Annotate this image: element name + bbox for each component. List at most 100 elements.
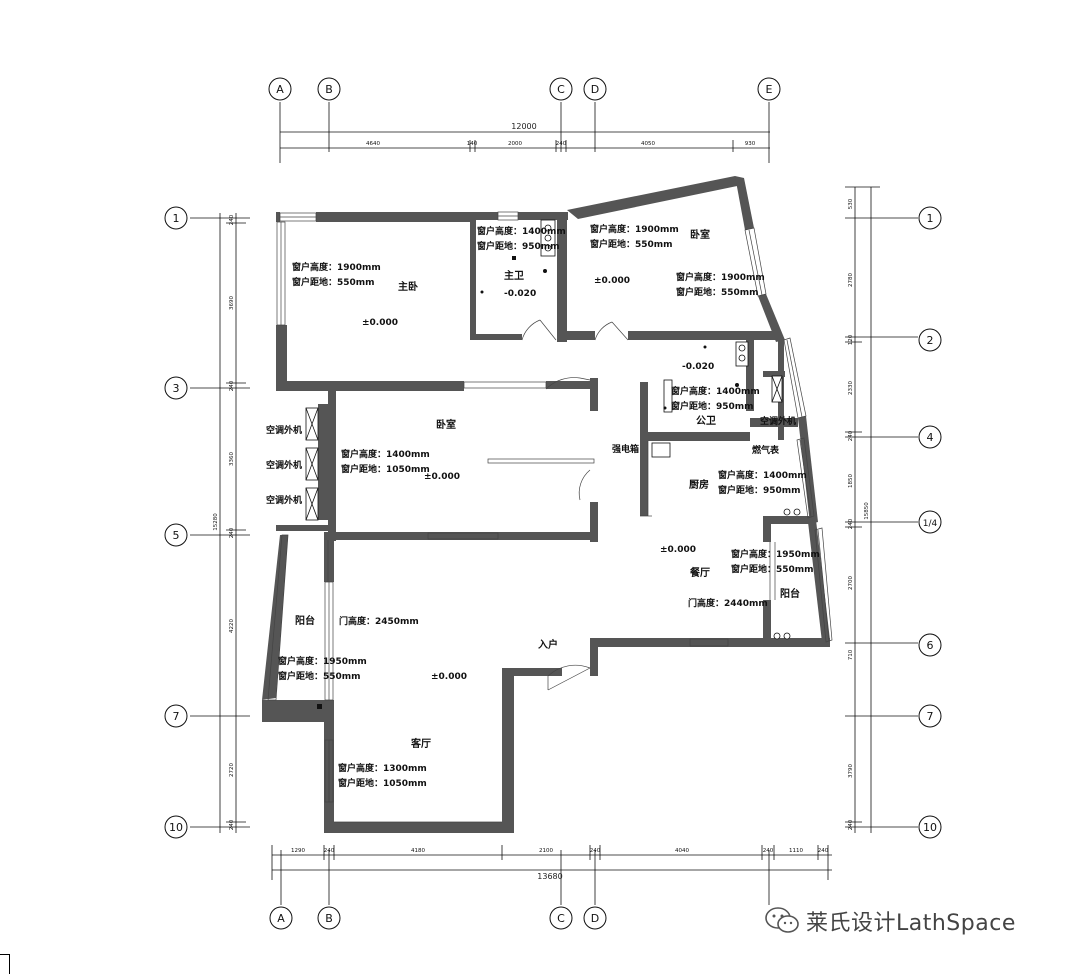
axis-left-10: 10 [164,815,188,839]
room-labels: 主卧 主卫 卧室 卧室 公卫 厨房 餐厅 客厅 阳台 阳台 入户 空调外机 空调… [266,228,800,750]
small-markers [317,256,739,709]
left-dim-3: 240 [229,380,235,391]
level-mb: ±0.000 [362,318,398,328]
axis-top-A: A [268,77,292,101]
right-dim-4: 2330 [848,381,854,395]
right-total-dim: 15850 [864,502,870,520]
level-mbath: -0.020 [504,289,536,299]
bottom-dim-4: 2100 [539,848,553,854]
top-dim-2: 140 [467,141,478,147]
dimension-text: 12000 4640 140 2000 240 4050 930 13680 1… [213,122,870,881]
bottom-dim-1: 1290 [291,848,305,854]
axis-bottom-B: B [317,906,341,930]
wechat-icon [765,907,799,933]
svg-text:7: 7 [927,710,934,723]
right-dim-6: 1850 [848,474,854,488]
axis-right-10: 10 [918,815,942,839]
room-balcony-west: 阳台 [295,614,315,627]
note-ne2-s: 窗户距地：550mm [676,286,759,298]
level-liv: ±0.000 [431,672,467,682]
svg-text:E: E [766,83,773,96]
top-dim-6: 930 [745,141,756,147]
note-dine-door: 门高度：2440mm [688,597,768,609]
axis-top-C: C [549,77,573,101]
note-pb-s: 窗户距地：950mm [671,400,754,412]
note-ne2-h: 窗户高度：1900mm [676,271,765,283]
svg-text:5: 5 [173,529,180,542]
room-master-bedroom: 主卧 [398,280,418,293]
note-bal-s: 窗户距地：550mm [278,670,361,682]
axis-bottom-C: C [549,906,573,930]
right-dim-3: 120 [848,334,854,345]
left-dim-4: 3360 [229,452,235,466]
svg-text:10: 10 [923,821,937,834]
room-master-bath: 主卫 [504,269,524,282]
note-mb-s: 窗户距地：550mm [292,276,375,288]
pbath-pipe [663,379,673,413]
right-dim-2: 2780 [848,273,854,287]
dimension-lines [190,102,918,905]
bottom-dim-9: 240 [818,848,829,854]
note-pb-h: 窗户高度：1400mm [671,385,760,397]
level-pb: -0.020 [682,362,714,372]
left-total-dim: 15280 [213,513,219,531]
svg-text:B: B [325,83,333,96]
electric-box-fixture [651,442,671,458]
axis-top-D: D [583,77,607,101]
axis-bubbles: A B C D E A B C D 1 3 5 7 10 1 2 4 1/4 6… [164,77,942,930]
note-dine-s: 窗户距地：550mm [731,563,814,575]
svg-text:A: A [276,83,284,96]
note-mbath-h: 窗户高度：1400mm [477,225,566,237]
svg-text:A: A [277,912,285,925]
axis-bottom-A: A [269,906,293,930]
note-dine-h: 窗户高度：1950mm [731,548,820,560]
right-dim-9: 710 [848,649,854,660]
bottom-total-dim: 13680 [537,872,562,881]
elevation-marks: ±0.000 -0.020 ±0.000 -0.020 ±0.000 ±0.00… [362,276,714,682]
left-dim-6: 4220 [229,619,235,633]
room-dining: 餐厅 [689,566,710,579]
axis-bottom-D: D [583,906,607,930]
top-total-dim: 12000 [511,122,536,131]
ac-label-1: 空调外机 [266,424,302,436]
axis-left-3: 3 [164,376,188,400]
ac-label-3: 空调外机 [266,494,302,506]
room-living: 客厅 [410,737,431,750]
axis-left-7: 7 [164,704,188,728]
axis-top-B: B [317,77,341,101]
watermark: 莱氏设计LathSpace [764,905,1016,937]
axis-top-E: E [757,77,781,101]
axis-left-5: 5 [164,523,188,547]
note-bm-h: 窗户高度：1400mm [341,448,430,460]
right-dim-10: 3790 [848,764,854,778]
note-kit-s: 窗户距地：950mm [718,484,801,496]
note-mb-h: 窗户高度：1900mm [292,261,381,273]
right-dim-1: 530 [848,198,854,209]
bottom-dim-2: 240 [324,848,335,854]
svg-text:2: 2 [927,334,934,347]
note-liv-h: 窗户高度：1300mm [338,762,427,774]
bottom-dim-7: 240 [763,848,774,854]
right-dim-8: 2700 [848,576,854,590]
svg-text:D: D [591,83,599,96]
svg-text:3: 3 [173,382,180,395]
watermark-text: 莱氏设计LathSpace [806,911,1016,936]
level-dine: ±0.000 [660,545,696,555]
note-bm-s: 窗户距地：1050mm [341,463,430,475]
electric-box-label: 强电箱 [612,443,639,455]
svg-text:1/4: 1/4 [923,519,938,529]
ac-label-4: 空调外机 [760,415,796,427]
windows [267,211,833,823]
svg-text:7: 7 [173,710,180,723]
room-bedroom-ne: 卧室 [690,228,710,241]
right-dim-7: 240 [848,518,854,529]
ac-boxes [305,219,801,640]
svg-text:1: 1 [927,212,934,225]
svg-text:10: 10 [169,821,183,834]
ac-label-2: 空调外机 [266,459,302,471]
right-dim-5: 240 [848,430,854,441]
left-dim-5: 240 [229,527,235,538]
left-dim-7: 2720 [229,763,235,777]
level-ne: ±0.000 [594,276,630,286]
